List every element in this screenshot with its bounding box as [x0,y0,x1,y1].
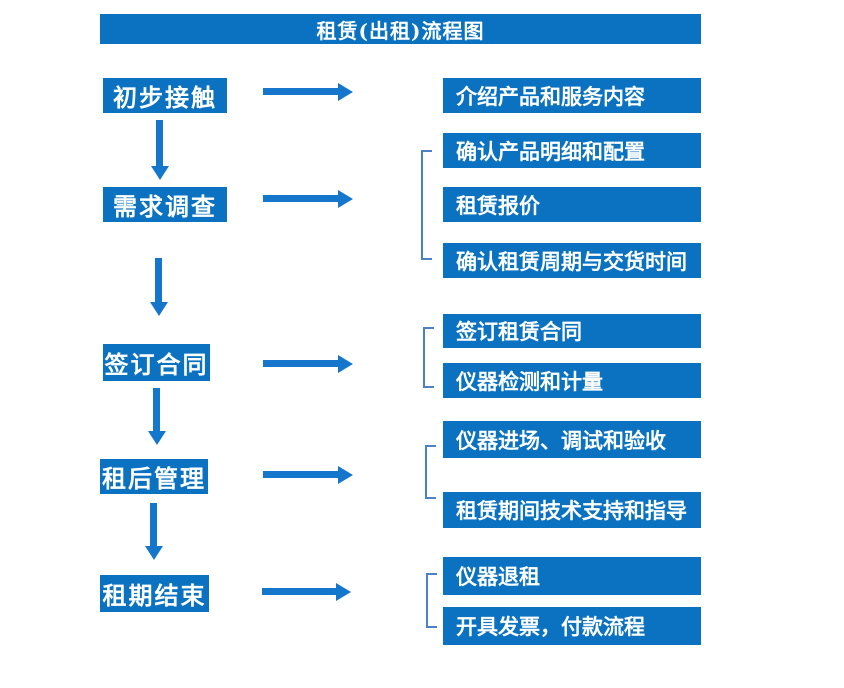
step-box-initial-contact: 初步接触 [103,78,227,113]
detail-label: 租赁期间技术支持和指导 [456,498,687,523]
detail-label: 租赁报价 [456,192,540,218]
step-label: 需求调查 [113,192,217,221]
detail-box-rental-quotation: 租赁报价 [443,187,701,222]
right-arrow-icon [263,360,338,367]
detail-label: 签订租赁合同 [456,319,582,344]
detail-box-introduce-products-services: 介绍产品和服务内容 [443,78,701,113]
group-bracket-shape [425,445,436,499]
flowchart-title-bar: 租赁(出租)流程图 [100,14,701,44]
detail-label: 确认产品明细和配置 [456,138,645,164]
right-arrow-icon [263,471,338,478]
group-bracket-shape [426,573,437,628]
detail-label: 仪器检测和计量 [456,368,603,394]
right-arrow-icon [263,88,338,95]
detail-label: 仪器进场、调试和验收 [456,427,666,453]
group-bracket-shape [421,150,432,260]
step-label: 租期结束 [102,581,207,610]
step-label: 签订合同 [104,350,209,379]
detail-box-instrument-inspection-measurement: 仪器检测和计量 [443,363,701,398]
flowchart-title: 租赁(出租)流程图 [316,18,485,43]
detail-box-instrument-entry-commissioning-acceptance: 仪器进场、调试和验收 [443,421,701,458]
detail-box-confirm-product-details-config: 确认产品明细和配置 [443,133,701,168]
detail-box-instrument-return: 仪器退租 [443,557,701,595]
detail-box-confirm-rental-period-delivery: 确认租赁周期与交货时间 [443,243,701,278]
down-arrow-icon [156,120,163,166]
step-label: 初步接触 [113,83,217,112]
group-bracket-shape [423,327,434,388]
down-arrow-icon [150,503,157,546]
down-arrow-icon [155,258,162,302]
detail-label: 仪器退租 [456,564,540,589]
down-arrow-icon [153,388,160,431]
detail-label: 开具发票，付款流程 [456,614,645,639]
step-label: 租后管理 [102,464,206,493]
detail-label: 确认租赁周期与交货时间 [456,248,687,274]
detail-box-invoice-payment-process: 开具发票，付款流程 [443,607,701,645]
right-arrow-icon [262,588,336,595]
detail-label: 介绍产品和服务内容 [456,83,645,109]
detail-box-sign-rental-contract: 签订租赁合同 [443,314,701,348]
detail-box-rental-period-tech-support: 租赁期间技术支持和指导 [443,492,701,528]
step-box-post-rental-management: 租后管理 [100,459,208,494]
right-arrow-icon [263,195,338,202]
step-box-demand-survey: 需求调查 [103,187,227,222]
step-box-sign-contract: 签订合同 [103,344,210,381]
step-box-rental-end: 租期结束 [100,575,209,612]
